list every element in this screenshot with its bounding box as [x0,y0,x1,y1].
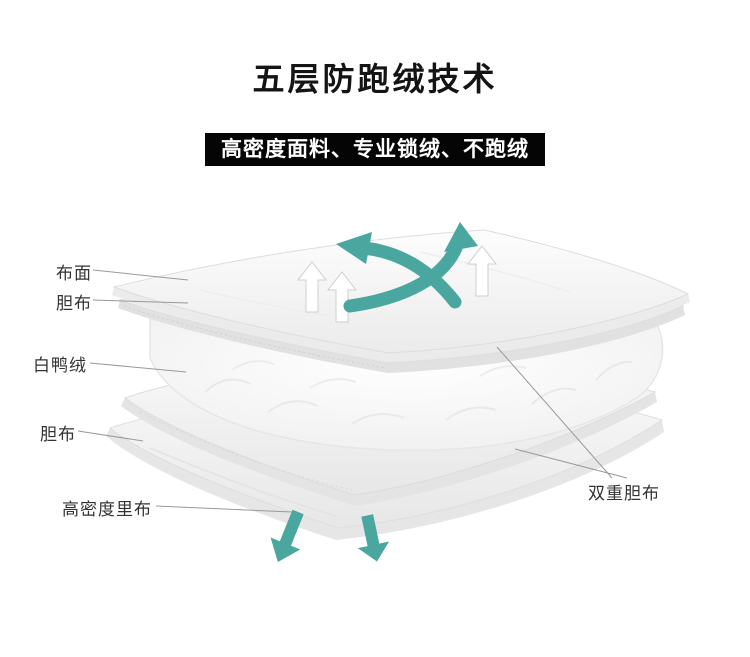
up-arrow-icon [296,245,498,323]
label-fabric-surface: 布面 [56,264,92,283]
header: 五层防跑绒技术 高密度面料、专业锁绒、不跑绒 [0,0,750,166]
subtitle-banner: 高密度面料、专业锁绒、不跑绒 [205,133,545,166]
label-liner-lower: 胆布 [40,425,76,444]
curved-arrow-icon [336,222,478,313]
label-liner-upper: 胆布 [56,294,92,313]
label-double-liner: 双重胆布 [588,484,660,503]
label-down-fill: 白鸭绒 [33,356,87,375]
down-arrow-icon [270,509,390,563]
leader-line [77,269,628,513]
label-high-density-lining: 高密度里布 [62,500,152,519]
page-title: 五层防跑绒技术 [252,61,498,97]
